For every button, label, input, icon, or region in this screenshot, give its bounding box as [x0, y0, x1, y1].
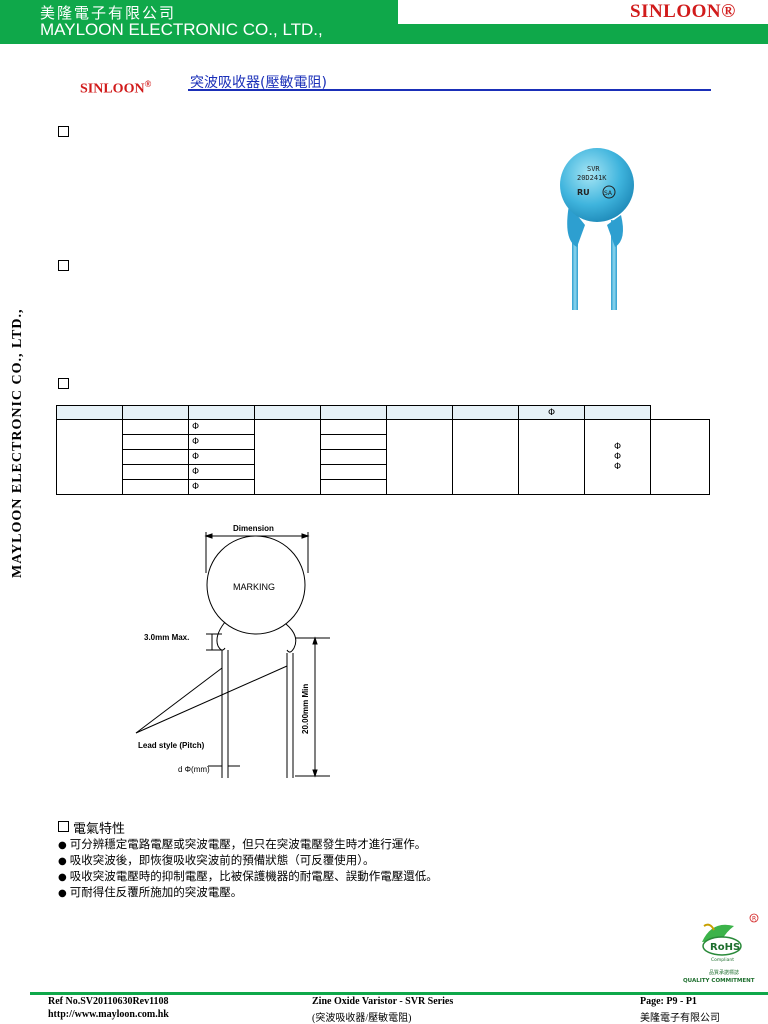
- product-title: 突波吸收器(壓敏電阻): [190, 75, 327, 91]
- checkbox-2: [58, 260, 69, 271]
- table-header-cell: [56, 405, 123, 420]
- rohs-label: RoHS: [710, 942, 740, 953]
- rohs-cn: 品質承諾標誌: [709, 969, 739, 976]
- bullet-item: ●可耐得住反覆所施加的突波電壓。: [58, 885, 243, 899]
- checkbox-3: [58, 378, 69, 389]
- table-cell: [320, 479, 387, 495]
- table-cell: [320, 464, 387, 480]
- csa-mark: SA: [604, 190, 613, 197]
- electrical-title: 電氣特性: [73, 822, 126, 837]
- footer-page: Page: P9 - P1: [640, 996, 697, 1007]
- footer-series-cn: (突波吸收器/壓敏電阻): [312, 1013, 412, 1024]
- footer-ref: Ref No.SV20110630Rev1108: [48, 996, 169, 1007]
- table-row: Φ: [57, 479, 710, 495]
- footer-line: [30, 992, 768, 995]
- lead-dia-label: d Φ(mm): [178, 765, 210, 774]
- phi-symbol: Φ: [613, 442, 622, 452]
- table-cell: Φ: [188, 449, 255, 465]
- table-cell: Φ: [188, 464, 255, 480]
- ul-mark: RU: [577, 188, 590, 197]
- rohs-sub: Compliant: [711, 957, 734, 963]
- dimension-label: Dimension: [233, 524, 274, 533]
- table-cell: [386, 419, 453, 495]
- table-row: Φ: [57, 464, 710, 480]
- table-cell: [452, 419, 519, 495]
- bullet-item: ●吸收突波後，即恢復吸收突波前的預備狀態（可反覆使用）。: [58, 853, 375, 867]
- marking-line2: 20D241K: [577, 174, 607, 182]
- table-header-cell: [320, 405, 387, 420]
- header-company-en: MAYLOON ELECTRONIC CO., LTD.,: [40, 20, 323, 39]
- table-cell: [122, 479, 189, 495]
- phi-symbol: Φ: [613, 462, 622, 472]
- dimension-drawing: Dimension MARKING 3.0mm Max. Lead style …: [135, 524, 330, 778]
- table-cell: [122, 464, 189, 480]
- phi-symbol: Φ: [192, 422, 200, 432]
- phi-symbol: Φ: [192, 482, 200, 492]
- table-cell: Φ: [188, 419, 255, 435]
- header-tab: [398, 24, 768, 44]
- table-header-cell: [452, 405, 519, 420]
- bullet-item: ●可分辨穩定電路電壓或突波電壓，但只在突波電壓發生時才進行運作。: [58, 837, 427, 851]
- lead-style-label: Lead style (Pitch): [138, 741, 205, 750]
- brand-logo: SINLOON®: [80, 79, 151, 98]
- table-cell: [518, 419, 585, 495]
- header-company-cn: 美隆電子有限公司: [40, 4, 177, 22]
- marking-label: MARKING: [233, 582, 275, 592]
- table-row: Φ: [57, 449, 710, 465]
- phi-symbol: Φ: [192, 452, 200, 462]
- table-row: Φ Φ Φ Φ: [56, 419, 710, 495]
- table-cell: [320, 449, 387, 465]
- table-cell: Φ Φ Φ: [584, 419, 651, 495]
- section-checkbox: [58, 821, 69, 832]
- brand-mark: ®: [144, 79, 152, 89]
- table-header-cell: [254, 405, 321, 420]
- table-header-row: Φ: [56, 405, 710, 420]
- table-cell: [650, 419, 710, 495]
- table-cell: [122, 449, 189, 465]
- spec-table: Φ Φ Φ Φ Φ Φ Φ Φ Φ: [56, 405, 710, 495]
- table-header-cell: [188, 405, 255, 420]
- rohs-logo: R RoHS Compliant 品質承諾標誌 QUALITY COMMITME…: [683, 913, 759, 984]
- svg-text:R: R: [752, 916, 756, 923]
- logo-box: [597, 0, 767, 22]
- footer-company-cn: 美隆電子有限公司: [640, 1013, 720, 1024]
- bullet-item: ●吸收突波電壓時的抑制電壓，比被保護機器的耐電壓、誤動作電壓還低。: [58, 869, 438, 883]
- table-cell: [122, 434, 189, 450]
- marking-line1: SVR: [587, 165, 600, 173]
- min-length-label: 20.00mm Min: [301, 684, 310, 734]
- side-company-text: MAYLOON ELECTRONIC CO., LTD.,: [10, 308, 25, 578]
- table-header-cell: [584, 405, 651, 420]
- checkbox-1: [58, 126, 69, 137]
- table-cell: [56, 419, 123, 495]
- max-height-label: 3.0mm Max.: [144, 633, 189, 642]
- phi-symbol: Φ: [192, 437, 200, 447]
- table-cell: Φ: [188, 434, 255, 450]
- varistor-photo: SVR 20D241K RU SA: [560, 148, 634, 310]
- rohs-en: QUALITY COMMITMENT: [683, 978, 755, 984]
- table-header-cell: [386, 405, 453, 420]
- table-cell: [122, 419, 189, 435]
- table-cell: Φ: [188, 479, 255, 495]
- table-cell: [320, 419, 387, 435]
- title-underline: [188, 89, 711, 91]
- table-header-cell: Φ: [518, 405, 585, 420]
- footer-url[interactable]: http://www.mayloon.com.hk: [48, 1009, 169, 1020]
- header-logo: SINLOON®: [630, 1, 736, 22]
- table-cell: [320, 434, 387, 450]
- phi-symbol: Φ: [192, 467, 200, 477]
- phi-symbol: Φ: [547, 407, 556, 418]
- table-header-cell: [122, 405, 189, 420]
- header-band: [0, 0, 398, 44]
- phi-symbol: Φ: [613, 452, 622, 462]
- table-cell: [254, 419, 321, 495]
- footer-series: Zine Oxide Varistor - SVR Series: [312, 996, 454, 1007]
- brand-name: SINLOON: [80, 81, 145, 97]
